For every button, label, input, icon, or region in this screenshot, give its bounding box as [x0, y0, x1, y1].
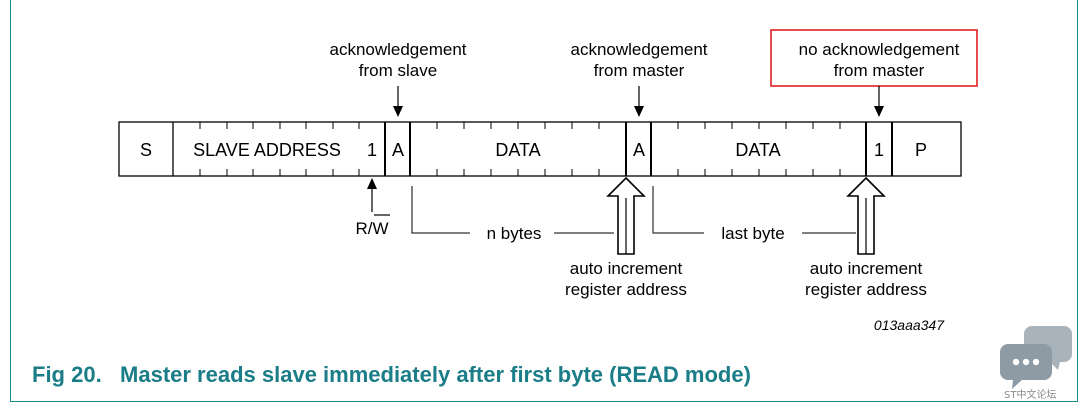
ack-slave-annotation-line1: acknowledgement: [329, 40, 466, 59]
n-bytes-bracket: [411, 186, 614, 234]
auto-increment-1-line2: register address: [565, 280, 687, 299]
slave-address-label: SLAVE ADDRESS: [193, 140, 341, 160]
ack-master-annotation-line1: acknowledgement: [570, 40, 707, 59]
watermark-text: ST中文论坛: [1004, 390, 1057, 401]
rw-arrow: [367, 178, 377, 212]
nack-master-arrow: [874, 86, 884, 117]
auto-increment-2-line1: auto increment: [810, 259, 923, 278]
nack-bit-label: 1: [874, 140, 884, 160]
nack-master-annotation-line1: no acknowledgement: [799, 40, 960, 59]
frame-row: [118, 121, 962, 177]
frame-outline: [118, 121, 962, 177]
ack-slave-arrow: [393, 86, 403, 117]
data-byte-label: DATA: [495, 140, 540, 160]
ack-master-label: A: [633, 140, 645, 160]
start-condition-label: S: [140, 140, 152, 160]
figure-id: 013aaa347: [874, 317, 945, 333]
rw-bit-label: 1: [367, 140, 377, 160]
last-byte-bracket: [652, 186, 856, 234]
ack-slave-label: A: [392, 140, 404, 160]
auto-increment-arrow-2: [846, 176, 886, 255]
auto-increment-arrow-1: [606, 176, 646, 255]
nack-master-annotation-line2: from master: [834, 61, 925, 80]
auto-increment-1-line1: auto increment: [570, 259, 683, 278]
ack-master-annotation-line2: from master: [594, 61, 685, 80]
auto-increment-2-line2: register address: [805, 280, 927, 299]
last-data-byte-label: DATA: [735, 140, 780, 160]
ack-master-arrow: [634, 86, 644, 117]
ack-slave-annotation-line2: from slave: [359, 61, 437, 80]
chat-bubbles-icon: [1000, 326, 1072, 389]
figure-frame: [10, 0, 1078, 402]
bit-ticks: [199, 122, 841, 176]
nack-highlight-box: [770, 29, 978, 87]
n-bytes-label: n bytes: [487, 224, 542, 243]
figure-caption: Fig 20. Master reads slave immediately a…: [32, 362, 751, 387]
last-byte-label: last byte: [721, 224, 784, 243]
rw-label: R/W: [355, 219, 388, 238]
stop-condition-label: P: [915, 140, 927, 160]
